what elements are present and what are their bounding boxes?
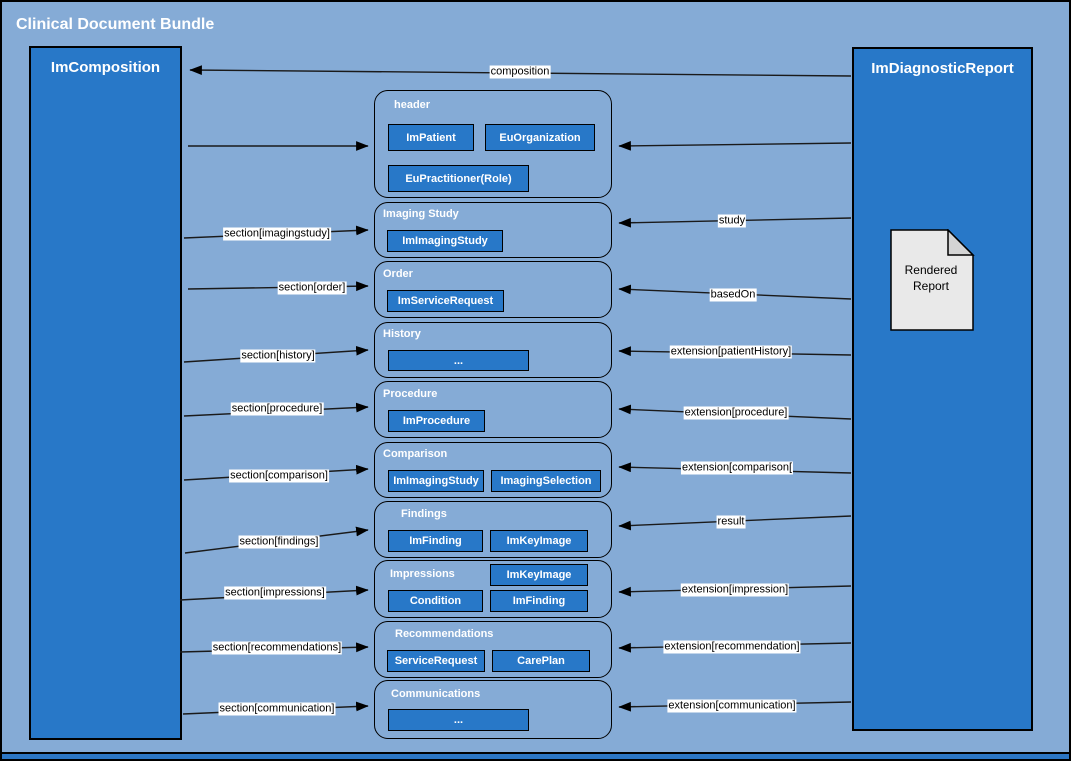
section-recommendations: Recommendations ServiceRequest CarePlan: [374, 621, 612, 678]
section-findings: Findings ImFinding ImKeyImage: [374, 501, 612, 558]
node-eupractitioner: EuPractitioner(Role): [388, 165, 529, 192]
label-extension-impression: extension[impression]: [680, 583, 790, 597]
node-impressions-imkeyimage: ImKeyImage: [490, 564, 588, 586]
node-impatient: ImPatient: [388, 124, 474, 151]
section-impressions-title: Impressions: [390, 568, 455, 580]
label-section-recommendations: section[recommendations]: [211, 641, 343, 655]
node-imfinding: ImFinding: [388, 530, 483, 552]
label-section-imagingstudy: section[imagingstudy]: [223, 227, 331, 241]
section-procedure-title: Procedure: [383, 388, 438, 400]
label-extension-patienthistory: extension[patientHistory]: [669, 345, 793, 359]
section-header-title: header: [394, 99, 431, 111]
document-label: Rendered Report: [904, 263, 958, 293]
section-communications: Communications ...: [374, 680, 612, 739]
imdiagnosticreport-label: ImDiagnosticReport: [871, 60, 1014, 77]
node-imagingselection: ImagingSelection: [491, 470, 601, 492]
section-comparison: Comparison ImImagingStudy ImagingSelecti…: [374, 442, 612, 498]
node-history-ellipsis: ...: [388, 350, 529, 371]
document-icon: [890, 229, 975, 331]
label-extension-recommendation: extension[recommendation]: [663, 640, 801, 654]
section-impressions: Impressions ImKeyImage Condition ImFindi…: [374, 560, 612, 618]
page-title: Clinical Document Bundle: [16, 16, 215, 33]
label-section-history: section[history]: [240, 349, 316, 363]
label-composition: composition: [489, 65, 551, 79]
section-communications-title: Communications: [391, 688, 481, 700]
label-section-findings: section[findings]: [238, 535, 320, 549]
section-imaging-study-title: Imaging Study: [383, 208, 459, 220]
node-condition: Condition: [388, 590, 483, 612]
node-comparison-imimagingstudy: ImImagingStudy: [388, 470, 484, 492]
section-history: History ...: [374, 322, 612, 378]
imcomposition-label: ImComposition: [50, 59, 161, 76]
section-recommendations-title: Recommendations: [395, 628, 494, 640]
node-imkeyimage: ImKeyImage: [490, 530, 588, 552]
section-comparison-title: Comparison: [383, 448, 448, 460]
label-result: result: [716, 515, 746, 529]
label-extension-communication: extension[communication]: [667, 699, 797, 713]
section-header: header ImPatient EuOrganization EuPracti…: [374, 90, 612, 198]
label-section-order: section[order]: [277, 281, 347, 295]
section-order-title: Order: [383, 268, 413, 280]
label-extension-procedure: extension[procedure]: [683, 406, 789, 420]
node-impressions-imfinding: ImFinding: [490, 590, 588, 612]
imcomposition-box: ImComposition: [29, 46, 182, 740]
node-imimagingstudy: ImImagingStudy: [387, 230, 503, 252]
section-order: Order ImServiceRequest: [374, 261, 612, 318]
label-section-procedure: section[procedure]: [230, 402, 324, 416]
node-improcedure: ImProcedure: [388, 410, 485, 432]
node-imservicerequest: ImServiceRequest: [387, 290, 504, 312]
label-section-impressions: section[impressions]: [224, 586, 326, 600]
section-findings-title: Findings: [401, 508, 447, 520]
section-imaging-study: Imaging Study ImImagingStudy: [374, 202, 612, 258]
node-careplan: CarePlan: [492, 650, 590, 672]
label-section-communication: section[communication]: [218, 702, 336, 716]
section-procedure: Procedure ImProcedure: [374, 381, 612, 438]
node-euorganization: EuOrganization: [485, 124, 595, 151]
section-history-title: History: [383, 328, 421, 340]
node-communications-ellipsis: ...: [388, 709, 529, 731]
label-extension-comparison: extension[comparison[: [680, 461, 794, 475]
imdiagnosticreport-box: ImDiagnosticReport: [852, 47, 1033, 731]
node-servicerequest: ServiceRequest: [387, 650, 485, 672]
label-study: study: [717, 214, 747, 228]
label-section-comparison: section[comparison]: [229, 469, 329, 483]
label-basedon: basedOn: [709, 288, 757, 302]
